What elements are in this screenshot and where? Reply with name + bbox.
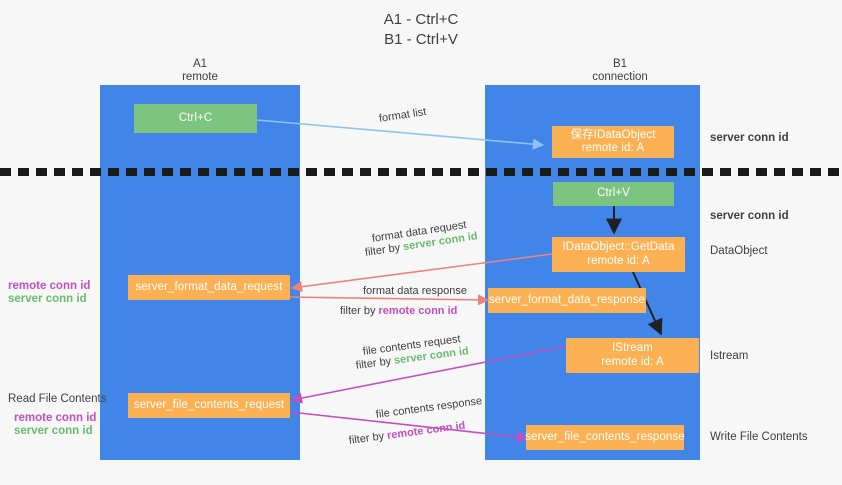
node-server-format-data-response[interactable]: server_format_data_response — [488, 288, 646, 313]
label-istream: Istream — [710, 350, 749, 362]
edge-label-format-data-response-filter: filter by remote conn id — [340, 304, 457, 319]
node-istream[interactable]: IStream remote id: A — [566, 338, 699, 373]
label-server-conn-id-mid: server conn id — [710, 210, 789, 222]
label-write-file-contents: Write File Contents — [710, 431, 808, 443]
filter-key-remote-conn-id: remote conn id — [378, 305, 458, 317]
label-file-server-conn-id: server conn id — [14, 425, 93, 437]
edge-label-format-list: format list — [378, 105, 428, 125]
node-server-format-data-request[interactable]: server_format_data_request — [128, 275, 290, 300]
filter-prefix: filter by — [340, 305, 379, 317]
label-read-file-contents: Read File Contents — [8, 393, 107, 405]
node-server-file-contents-request[interactable]: server_file_contents_request — [128, 393, 290, 418]
filter-prefix: filter by — [348, 429, 388, 447]
label-format-remote-conn-id: remote conn id — [8, 280, 91, 292]
node-ctrl-v[interactable]: Ctrl+V — [553, 182, 674, 206]
label-file-remote-conn-id: remote conn id — [14, 412, 97, 424]
column-a1-name: A1 — [192, 58, 208, 70]
edge-label-file-contents-response-filter: filter by remote conn id — [348, 419, 466, 449]
node-server-file-contents-response[interactable]: server_file_contents_response — [525, 425, 685, 450]
page-title: A1 - Ctrl+C B1 - Ctrl+V — [383, 11, 459, 48]
column-b1-sub: connection — [592, 71, 648, 83]
column-header-a1: A1 remote — [120, 58, 280, 84]
label-format-server-conn-id: server conn id — [8, 293, 87, 305]
node-save-idataobject[interactable]: 保存IDataObject remote id: A — [552, 126, 674, 158]
filter-key-remote-conn-id: remote conn id — [386, 419, 467, 442]
node-ctrl-c[interactable]: Ctrl+C — [134, 104, 257, 133]
label-server-conn-id-top: server conn id — [710, 132, 789, 144]
filter-prefix: filter by — [364, 241, 405, 259]
column-header-b1: B1 connection — [540, 58, 700, 84]
column-a1-sub: remote — [182, 71, 218, 83]
node-idataobject-getdata[interactable]: IDataObject::GetData remote id: A — [552, 237, 685, 272]
column-b1-name: B1 — [612, 58, 628, 70]
edge-label-file-contents-response: file contents response — [375, 395, 483, 421]
filter-prefix: filter by — [355, 354, 395, 372]
label-dataobject: DataObject — [710, 245, 768, 257]
edge-label-format-data-response: format data response — [363, 285, 467, 297]
